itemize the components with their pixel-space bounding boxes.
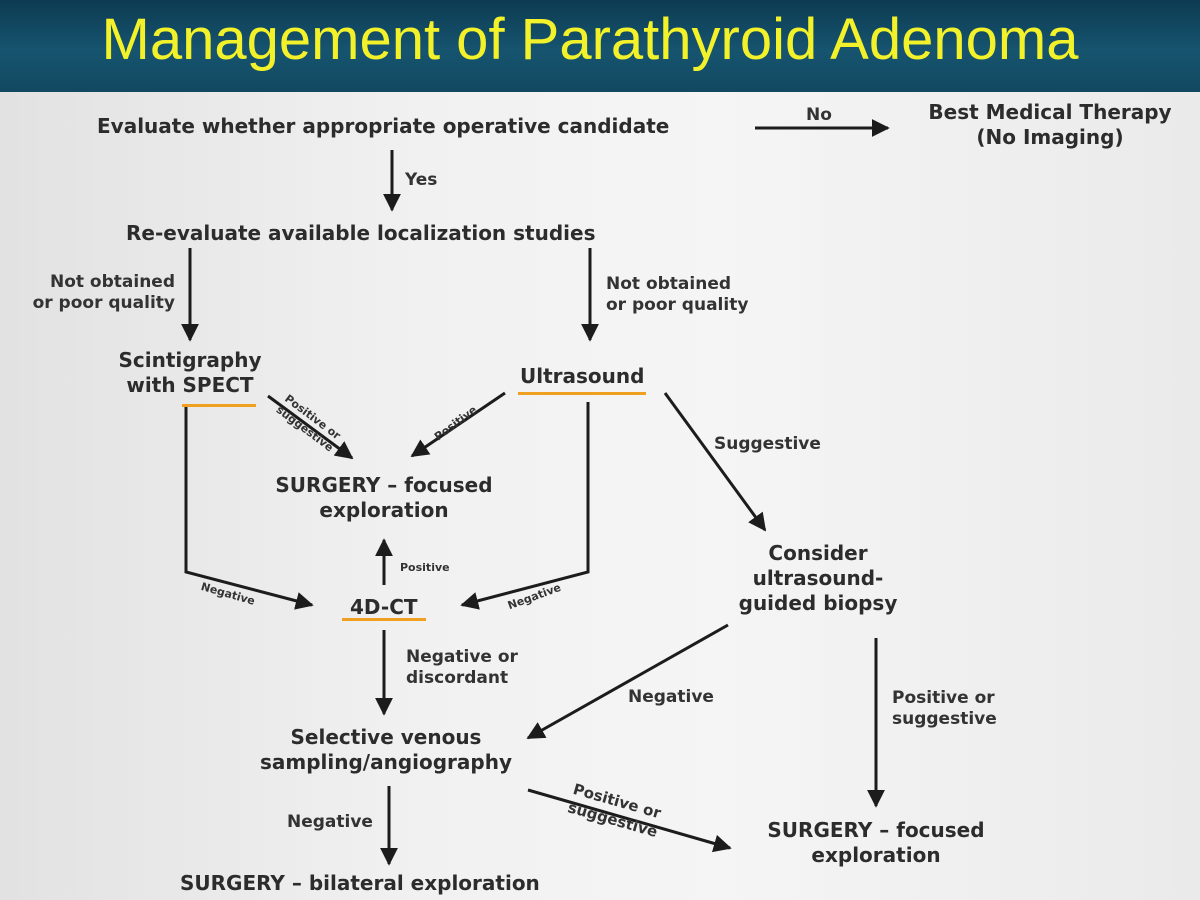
not-obtained-right-line1: Not obtained (606, 274, 732, 294)
arrow-svs-to-surgery2 (527, 788, 732, 853)
arrow-consider-to-svs (526, 623, 729, 740)
node-selective-venous-sampling: Selective venous sampling/angiography (236, 725, 536, 775)
biopsy-suggestive-text: suggestive (892, 709, 997, 730)
label-no: No (806, 105, 832, 125)
best-medical-line1: Best Medical Therapy (928, 100, 1172, 124)
svs-line1: Selective venous (290, 725, 482, 749)
node-surgery-bilateral: SURGERY – bilateral exploration (180, 871, 540, 895)
arrow-scinti-to-ct (184, 405, 314, 610)
label-yes: Yes (405, 170, 438, 190)
node-evaluate-candidate: Evaluate whether appropriate operative c… (97, 114, 670, 138)
surgery-focused-bottom-line1: SURGERY – focused (767, 818, 985, 842)
node-surgery-focused-top: SURGERY – focused exploration (250, 473, 518, 523)
node-best-medical-therapy: Best Medical Therapy (No Imaging) (905, 100, 1195, 150)
label-biopsy-positive-or-suggestive: Positive or suggestive (892, 688, 997, 731)
surgery-focused-bottom-line2: exploration (811, 843, 941, 867)
label-not-obtained-left: Not obtained or poor quality (10, 272, 175, 315)
svs-line2: sampling/angiography (259, 750, 513, 774)
arrow-ultrasound-to-surgery (410, 391, 506, 458)
node-surgery-focused-bottom: SURGERY – focused exploration (740, 818, 1012, 868)
biopsy-positive-or-text: Positive or (892, 688, 995, 708)
slide-title: Management of Parathyroid Adenoma (101, 7, 1079, 72)
label-suggestive-us: Suggestive (714, 434, 821, 454)
label-negative-or-discordant: Negative or discordant (406, 647, 518, 690)
surgery-focused-top-line1: SURGERY – focused (275, 473, 493, 497)
negative-or-text: Negative or (406, 647, 518, 667)
node-ultrasound: Ultrasound (520, 364, 645, 388)
title-bar: Management of Parathyroid Adenoma (0, 0, 1200, 92)
spect-underline (182, 404, 256, 407)
not-obtained-left-line1: Not obtained (49, 272, 175, 292)
node-4d-ct: 4D-CT (350, 595, 418, 619)
node-scintigraphy: Scintigraphy with SPECT (108, 348, 272, 398)
not-obtained-right-line2: or poor quality (606, 295, 749, 316)
scinti-line2: with SPECT (126, 373, 254, 397)
arrow-ultrasound-to-consider (663, 392, 767, 532)
best-medical-line2: (No Imaging) (976, 125, 1124, 149)
arrow-ultrasound-to-ct (460, 402, 590, 610)
consider-line3: guided biopsy (738, 591, 898, 615)
surgery-focused-top-line2: exploration (319, 498, 449, 522)
flowchart-canvas (0, 92, 1200, 900)
node-reevaluate-studies: Re-evaluate available localization studi… (126, 221, 596, 245)
label-biopsy-negative: Negative (628, 687, 714, 707)
ct-underline (342, 618, 426, 621)
discordant-text: discordant (406, 668, 509, 689)
arrow-scinti-to-surgery (267, 394, 354, 460)
ultrasound-underline (518, 392, 646, 395)
scinti-line1: Scintigraphy (118, 348, 262, 372)
label-ct-positive: Positive (400, 561, 450, 574)
label-svs-negative: Negative (287, 812, 373, 832)
consider-line1: Consider (768, 541, 868, 565)
consider-line2: ultrasound- (752, 566, 884, 590)
not-obtained-left-line2: or poor quality (32, 293, 175, 314)
node-consider-biopsy: Consider ultrasound- guided biopsy (728, 541, 908, 616)
label-not-obtained-right: Not obtained or poor quality (606, 274, 748, 317)
